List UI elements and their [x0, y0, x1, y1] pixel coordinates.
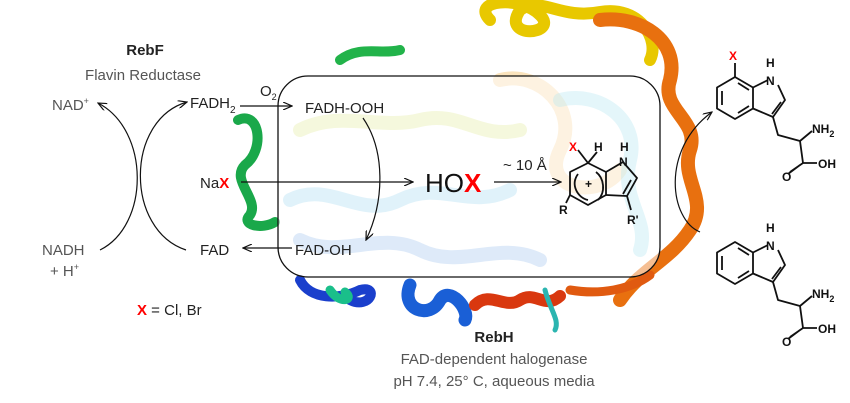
wheland-intermediate-structure: + X H H N R R'	[559, 140, 639, 227]
sodium-halide-label: NaX	[200, 175, 229, 192]
intermediate-nh-h-label: H	[620, 140, 629, 154]
product-amine-label: NH2	[812, 122, 834, 139]
product-carbonyl-o: O	[782, 170, 791, 184]
intermediate-halogen-label: X	[569, 140, 577, 154]
nadh-to-nad-arrow	[98, 103, 138, 251]
product-indole-n-h: H	[766, 56, 775, 70]
r-prime-group-label: R'	[627, 213, 639, 227]
hox-label: HOX	[425, 168, 482, 198]
substrate-carbonyl-o: O	[782, 335, 791, 349]
fad-to-fadh2-arrow	[139, 102, 187, 251]
tunnel-distance-label: ~ 10 Å	[503, 157, 547, 174]
rebf-subtitle: Flavin Reductase	[85, 67, 201, 84]
halotryptophan-product-structure	[716, 63, 817, 175]
r-group-label: R	[559, 203, 568, 217]
product-hydroxyl: OH	[818, 157, 836, 171]
product-indole-n: N	[766, 74, 775, 88]
rebh-active-site-box	[277, 75, 661, 278]
o2-label: O2	[260, 83, 277, 102]
fadh2-label: FADH2	[190, 95, 236, 116]
substrate-to-product-arrow	[674, 112, 712, 233]
intermediate-h-label: H	[594, 140, 603, 154]
fadh-ooh-label: FADH-OOH	[305, 100, 384, 117]
halogen-legend: X = Cl, Br	[137, 302, 202, 319]
tryptophan-substrate-structure	[716, 241, 817, 340]
intermediate-n-label: N	[619, 155, 628, 169]
nad-plus-label: NAD+	[52, 96, 89, 114]
rebh-title: RebH	[474, 329, 513, 346]
fad-label: FAD	[200, 242, 229, 259]
product-halogen-label: X	[729, 49, 737, 63]
substrate-indole-n-h: H	[766, 221, 775, 235]
substrate-hydroxyl: OH	[818, 322, 836, 336]
rebf-title: RebF	[126, 42, 164, 59]
substrate-indole-n: N	[766, 239, 775, 253]
cation-charge-label: +	[585, 177, 592, 191]
h-plus-label: + H+	[50, 262, 79, 280]
rebh-conditions: pH 7.4, 25° C, aqueous media	[393, 373, 595, 390]
rebh-subtitle: FAD-dependent halogenase	[401, 351, 588, 368]
substrate-amine-label: NH2	[812, 287, 834, 304]
fadhooh-to-fadoh-arrow	[362, 117, 381, 240]
fad-oh-label: FAD-OH	[295, 242, 352, 259]
nadh-label: NADH	[42, 242, 85, 259]
